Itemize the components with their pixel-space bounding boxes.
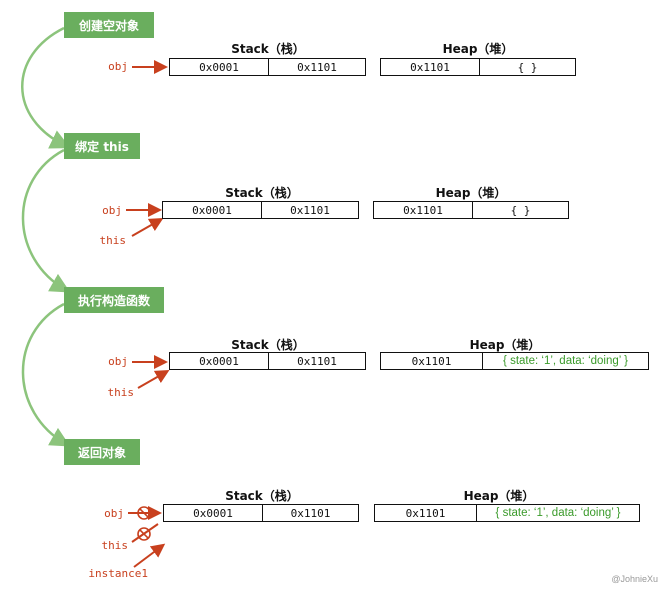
heap-object-cell: { } <box>472 202 568 218</box>
stack-label: Stack（栈） <box>225 186 299 200</box>
heap-cell: 0x1101 <box>405 506 446 520</box>
heap-label: Heap（堆） <box>435 186 507 200</box>
step-return-object: 返回对象 <box>64 439 140 465</box>
stack-label: Stack（栈） <box>231 42 305 56</box>
heap-cell: 0x1101 <box>411 354 452 368</box>
step-create-empty-object: 创建空对象 <box>64 12 154 38</box>
flow-curve-2-icon <box>21 148 71 293</box>
stack-cell: 0x0001 <box>193 506 233 520</box>
heap-row: 0x1101 { } <box>373 201 569 219</box>
stack-label: Stack（栈） <box>231 338 305 352</box>
stack-cell: 0x0001 <box>199 354 239 368</box>
ref-instance1: instance1 <box>88 567 148 580</box>
heap-object-cell: { state: ‘1’, data: ‘doing’ } <box>476 505 639 521</box>
stack-cell: 0x0001 <box>192 203 232 217</box>
prohibited-icon <box>137 527 151 541</box>
stack-label: Stack（栈） <box>225 489 299 503</box>
stack-row: 0x0001 0x1101 <box>169 352 366 370</box>
heap-object-cell: { } <box>479 59 575 75</box>
step-bind-this: 绑定 this <box>64 133 140 159</box>
ref-obj: obj <box>108 355 128 368</box>
step-run-constructor: 执行构造函数 <box>64 287 164 313</box>
heap-label: Heap（堆） <box>463 489 535 503</box>
heap-row: 0x1101 { } <box>380 58 576 76</box>
flow-curve-1-icon <box>21 26 71 149</box>
heap-object-cell: { state: ‘1’, data: ‘doing’ } <box>482 353 648 369</box>
stack-cell: 0x1101 <box>262 505 358 521</box>
heap-row: 0x1101 { state: ‘1’, data: ‘doing’ } <box>374 504 640 522</box>
stack-row: 0x0001 0x1101 <box>163 504 359 522</box>
prohibited-icon <box>137 506 151 520</box>
ref-this: this <box>107 386 135 399</box>
flow-curve-3-icon <box>21 302 71 447</box>
stack-cell: 0x1101 <box>268 353 365 369</box>
ref-this: this <box>101 539 129 552</box>
stack-cell: 0x1101 <box>268 59 365 75</box>
stack-cell: 0x0001 <box>199 60 239 74</box>
heap-row: 0x1101 { state: ‘1’, data: ‘doing’ } <box>380 352 649 370</box>
instance1-arrow-icon <box>133 543 166 568</box>
heap-cell: 0x1101 <box>410 60 450 74</box>
stack-cell: 0x1101 <box>261 202 358 218</box>
ref-obj: obj <box>108 60 128 73</box>
ref-obj: obj <box>104 507 124 520</box>
stack-row: 0x0001 0x1101 <box>162 201 359 219</box>
this-arrow-icon <box>131 523 159 543</box>
ref-obj: obj <box>102 204 122 217</box>
heap-cell: 0x1101 <box>403 203 443 217</box>
heap-label: Heap（堆） <box>442 42 514 56</box>
ref-this: this <box>99 234 127 247</box>
this-arrow-icon <box>137 370 170 389</box>
heap-label: Heap（堆） <box>469 338 541 352</box>
this-arrow-icon <box>131 218 164 237</box>
stack-row: 0x0001 0x1101 <box>169 58 366 76</box>
author-credit: @JohnieXu <box>611 574 658 584</box>
